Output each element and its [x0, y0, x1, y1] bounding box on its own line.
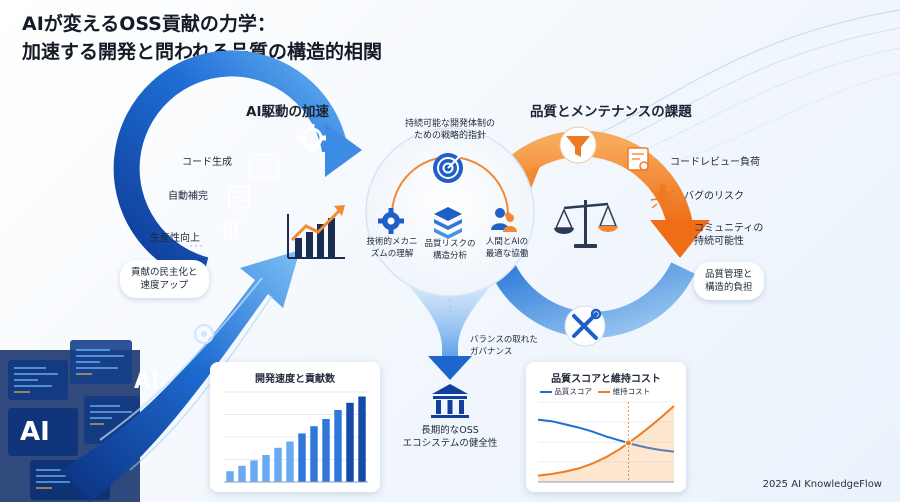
- bar-chart-title: 開発速度と貢献数: [255, 374, 335, 385]
- line-chart-legend: 品質スコア 維持コスト: [540, 386, 650, 397]
- cycle-icon: [194, 324, 214, 344]
- left-item-autocomplete: 自動補完: [168, 191, 208, 202]
- line-crossover-point: [624, 439, 632, 447]
- center-item-mechanism: 技術的メカニ ズムの理解: [366, 237, 418, 259]
- bar: [238, 465, 246, 482]
- center-top-label: 持続可能な開発体制の ための戦略的指針: [404, 119, 495, 141]
- left-heading: AI駆動の加速: [246, 104, 329, 120]
- people-icon: [491, 208, 517, 232]
- right-pill-burden: 品質管理と 構造的負担: [694, 262, 764, 300]
- right-item-sustainability: コミュニティの 持続可能性: [694, 223, 764, 247]
- center-item-collaboration: 人間とAIの 最適な協働: [485, 237, 529, 259]
- target-icon: [433, 153, 463, 183]
- filter-icon: [559, 126, 597, 164]
- tools-icon: [564, 305, 606, 347]
- bar: [298, 433, 306, 482]
- right-item-bug-risk: バグのリスク: [684, 191, 744, 202]
- doc-search-icon: [228, 185, 250, 209]
- title-line-2: 加速する開発と問われる品質の構造的相関: [22, 41, 383, 63]
- bar: [358, 396, 366, 482]
- bar: [226, 471, 234, 482]
- layers-icon: [434, 207, 462, 239]
- bar: [334, 410, 342, 482]
- line-chart: [537, 401, 675, 483]
- bar: [286, 441, 294, 482]
- right-heading: 品質とメンテナンスの課題: [530, 104, 692, 120]
- bar: [322, 419, 330, 482]
- bar: [250, 460, 258, 482]
- gear-icon: [378, 208, 404, 234]
- bar: [274, 447, 282, 482]
- right-item-code-review: コードレビュー負荷: [670, 157, 760, 168]
- bar: [262, 455, 270, 482]
- code-icon: </>: [249, 154, 279, 178]
- bank-icon: [431, 384, 469, 418]
- bar: [310, 426, 318, 482]
- page-title: AIが変えるOSS貢献の力学： 加速する開発と問われる品質の構造的相関: [22, 10, 582, 66]
- funnel-label: バランスの取れた ガバナンス: [470, 335, 538, 357]
- left-item-productivity: 生産性向上: [150, 233, 200, 244]
- line-area-cost: [538, 406, 674, 482]
- svg-text:</>: </>: [255, 163, 273, 174]
- legend-quality: 品質スコア: [554, 387, 592, 396]
- review-search-icon: [627, 147, 649, 171]
- line-chart-card: 品質スコアと維持コスト 品質スコア 維持コスト: [526, 362, 686, 492]
- big-growth-chart-icon: [287, 205, 345, 259]
- growth-chart-icon: [221, 215, 245, 239]
- center-item-risk-analysis: 品質リスクの 構造分析: [424, 239, 476, 261]
- gear-icon-left-ring: [298, 124, 326, 152]
- ai-badge-large: AI: [20, 417, 50, 447]
- left-item-code-generation: コード生成: [182, 157, 232, 168]
- legend-cost: 維持コスト: [612, 387, 651, 396]
- ai-badge-small: AI: [134, 369, 159, 394]
- bar-chart-card: 開発速度と貢献数: [210, 362, 380, 492]
- scale-icon: [554, 200, 618, 248]
- line-series-quality: [537, 418, 675, 453]
- title-line-1: AIが変えるOSS貢献の力学：: [22, 13, 276, 35]
- line-series-cost: [537, 405, 675, 477]
- acceleration-arrow: [60, 250, 300, 502]
- line-chart-title: 品質スコアと維持コスト: [551, 374, 661, 385]
- bug-icon: [650, 183, 676, 209]
- left-pill-democratization: 貢献の民主化と 速度アップ: [120, 260, 209, 298]
- center-bottom-label: 長期的なOSS エコシステムの健全性: [402, 425, 498, 449]
- left-cycle-ring: [113, 50, 362, 283]
- bar-chart: [224, 391, 368, 483]
- bar: [346, 402, 354, 482]
- footer-credit: 2025 AI KnowledgeFlow: [762, 479, 882, 490]
